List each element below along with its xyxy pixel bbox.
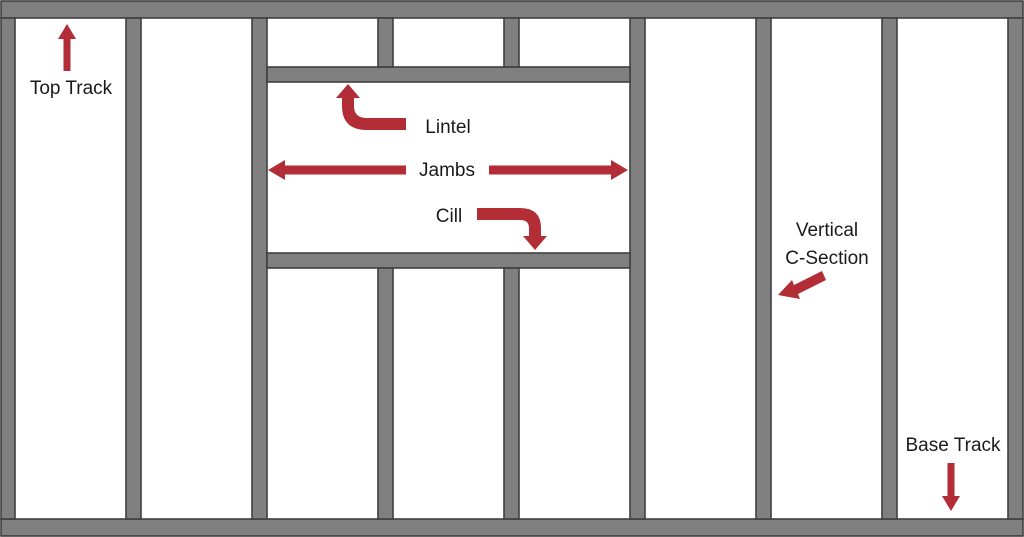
jambs-arrow-left: [268, 160, 406, 180]
base-track: [0, 518, 1024, 537]
cill-label: Cill: [436, 206, 462, 227]
base-track-arrow: [942, 463, 960, 511]
jambs-label: Jambs: [419, 160, 475, 181]
base-track-label: Base Track: [905, 435, 1001, 456]
labels: Top Track Lintel Jambs Cill Vertical C-S…: [30, 78, 1001, 456]
jamb-left: [251, 17, 268, 520]
jambs-arrow-right: [489, 160, 628, 180]
vertical-c-section-arrow: [778, 271, 826, 299]
stud-right-edge: [1007, 17, 1024, 520]
lintel-member: [266, 66, 631, 83]
lintel-label: Lintel: [425, 117, 470, 138]
top-track-arrow: [58, 24, 76, 71]
arrows: [58, 24, 960, 511]
cripple-stud-bottom-2: [503, 267, 520, 520]
cill-arrow: [477, 208, 547, 250]
stud-vertical-c-section: [755, 17, 772, 520]
lintel-arrow: [336, 84, 406, 130]
cripple-stud-top-2: [503, 17, 520, 68]
cripple-stud-top-1: [377, 17, 394, 68]
stud-1: [125, 17, 142, 520]
stud-5: [881, 17, 898, 520]
top-track-label: Top Track: [30, 78, 113, 99]
cill-member: [266, 252, 631, 269]
top-track: [0, 0, 1024, 19]
cripple-stud-bottom-1: [377, 267, 394, 520]
jamb-right: [629, 17, 646, 520]
stud-left-edge: [0, 17, 16, 520]
vertical-c-section-label-line2: C-Section: [785, 248, 868, 269]
vertical-c-section-label-line1: Vertical: [796, 220, 858, 241]
